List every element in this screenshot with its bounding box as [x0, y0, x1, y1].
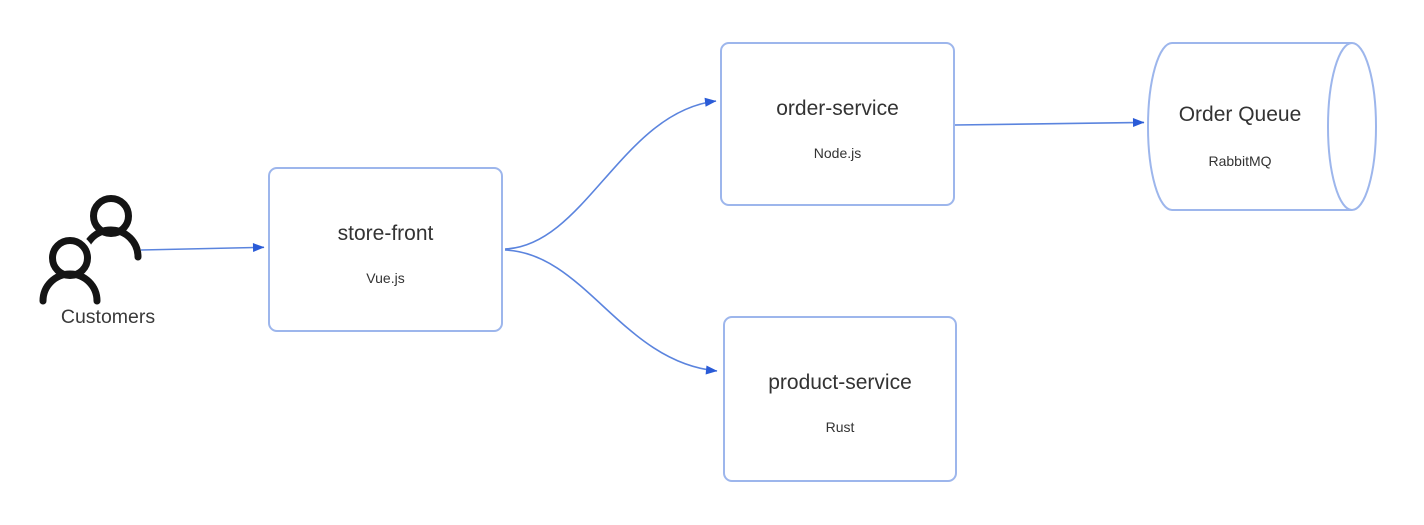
- node-title: order-service: [776, 97, 899, 120]
- customers-icon: [36, 188, 170, 314]
- node-order-queue: Order Queue RabbitMQ: [1150, 43, 1330, 210]
- front-person-shoulders: [39, 270, 101, 305]
- edge-store-front-to-order-service: [504, 97, 717, 250]
- edge-store-front-to-product-service: [504, 249, 718, 375]
- customers-label: Customers: [60, 306, 156, 328]
- node-subtitle: RabbitMQ: [1208, 153, 1272, 169]
- node-title: Order Queue: [1178, 103, 1302, 126]
- order-queue-cap: [1327, 42, 1377, 211]
- node-order-service: order-service Node.js: [720, 42, 955, 206]
- node-subtitle: Node.js: [813, 145, 862, 161]
- order-queue-shape: [1147, 42, 1377, 211]
- edge-order-service-to-order-queue: [954, 118, 1145, 128]
- node-store-front: store-front Vue.js: [268, 167, 503, 332]
- node-product-service: product-service Rust: [723, 316, 957, 482]
- order-queue-body: [1147, 42, 1352, 211]
- node-subtitle: Rust: [825, 419, 855, 435]
- node-subtitle: Vue.js: [366, 270, 405, 286]
- node-title: store-front: [337, 222, 434, 245]
- edge-customers-to-store-front: [140, 243, 265, 253]
- node-title: product-service: [768, 371, 912, 394]
